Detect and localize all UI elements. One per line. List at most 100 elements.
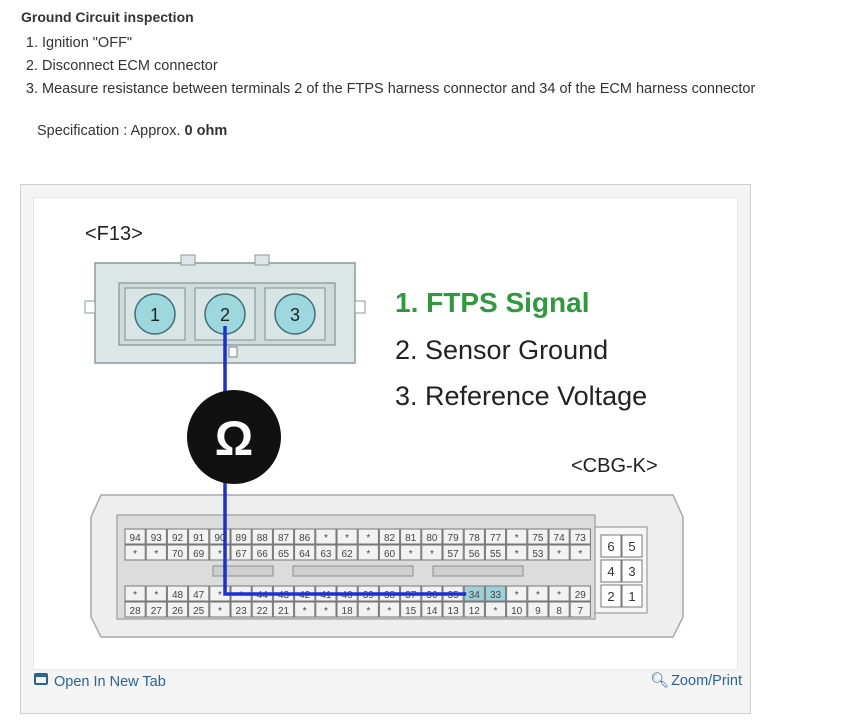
svg-text:5: 5: [628, 539, 635, 554]
ecm-terminal: 90: [209, 528, 231, 545]
svg-text:*: *: [324, 606, 328, 617]
ohm-symbol: Ω: [215, 413, 253, 466]
svg-text:77: 77: [490, 533, 502, 544]
ecm-terminal: 23: [230, 601, 252, 618]
svg-text:67: 67: [236, 549, 248, 560]
svg-text:29: 29: [575, 590, 587, 601]
specification: Specification : Approx. 0 ohm: [37, 123, 227, 139]
ecm-terminal: 55: [484, 544, 507, 561]
svg-text:*: *: [515, 549, 519, 560]
svg-text:28: 28: [130, 606, 142, 617]
svg-text:78: 78: [469, 533, 481, 544]
svg-text:1: 1: [628, 589, 635, 604]
ecm-terminal: *: [527, 585, 549, 602]
ecm-terminal: *: [294, 601, 316, 618]
ecm-terminal: *: [506, 585, 528, 602]
ecm-terminal: 14: [421, 601, 443, 618]
ecm-terminal: 18: [336, 601, 358, 618]
ecm-terminal: 69: [188, 544, 210, 561]
ecm-terminal: 75: [527, 528, 549, 545]
legend-ftps-signal: 1. FTPS Signal: [395, 287, 589, 318]
open-tab-label: Open In New Tab: [54, 674, 166, 690]
ecm-terminal: *: [569, 544, 591, 561]
svg-text:21: 21: [278, 606, 290, 617]
svg-text:86: 86: [299, 533, 311, 544]
ecm-terminal: *: [124, 585, 146, 602]
svg-text:2: 2: [607, 589, 614, 604]
svg-text:*: *: [388, 606, 392, 617]
ecm-terminal: 60: [378, 544, 401, 561]
ecm-terminal: *: [145, 544, 167, 561]
open-tab-icon: [34, 673, 48, 685]
ecm-terminal: 67: [230, 544, 252, 561]
svg-text:*: *: [578, 549, 582, 560]
magnifier-icon: 🔍︎: [650, 672, 670, 689]
svg-text:80: 80: [426, 533, 438, 544]
step-item: Ignition "OFF": [42, 32, 755, 55]
ecm-terminal: *: [506, 544, 528, 561]
ecm-terminal: 77: [484, 528, 507, 545]
svg-text:1: 1: [150, 305, 160, 325]
ecm-terminal: 21: [272, 601, 295, 618]
svg-text:26: 26: [172, 606, 184, 617]
ecm-terminal: 48: [166, 585, 189, 602]
svg-text:15: 15: [405, 606, 417, 617]
svg-text:8: 8: [556, 606, 562, 617]
section-heading: Ground Circuit inspection: [21, 9, 194, 25]
svg-text:82: 82: [384, 533, 396, 544]
ecm-latch-slot: [212, 565, 274, 577]
ecm-terminal: 65: [272, 544, 295, 561]
svg-text:63: 63: [320, 549, 332, 560]
ecm-terminal: 29: [569, 585, 591, 602]
svg-text:*: *: [409, 549, 413, 560]
ecm-terminal: *: [357, 544, 379, 561]
svg-text:69: 69: [193, 549, 205, 560]
cbg-label: <CBG-K>: [571, 455, 658, 477]
steps-list: Ignition "OFF" Disconnect ECM connector …: [20, 32, 755, 101]
svg-text:4: 4: [607, 564, 614, 579]
svg-text:*: *: [366, 606, 370, 617]
svg-text:73: 73: [575, 533, 587, 544]
ecm-side-terminal: 1: [621, 584, 643, 608]
ecm-terminal: 27: [145, 601, 167, 618]
ecm-terminal: *: [336, 528, 358, 545]
figure-footer: Open In New Tab 🔍︎Zoom/Print: [21, 671, 750, 701]
ecm-side-terminal: 5: [621, 534, 643, 558]
ecm-terminal: *: [506, 528, 528, 545]
svg-text:48: 48: [172, 590, 184, 601]
zoom-print-link[interactable]: 🔍︎Zoom/Print: [650, 671, 742, 689]
svg-text:22: 22: [257, 606, 269, 617]
svg-text:*: *: [536, 590, 540, 601]
step-item: Measure resistance between terminals 2 o…: [42, 78, 755, 101]
svg-text:*: *: [515, 590, 519, 601]
ecm-terminal: *: [421, 544, 443, 561]
ecm-terminal: 82: [378, 528, 401, 545]
ecm-terminal: 88: [251, 528, 273, 545]
legend-reference-voltage: 3. Reference Voltage: [395, 381, 647, 411]
svg-text:55: 55: [490, 549, 502, 560]
ecm-terminal: 8: [548, 601, 570, 618]
svg-text:*: *: [366, 549, 370, 560]
ecm-terminal: 56: [463, 544, 485, 561]
ecm-terminal: *: [124, 544, 146, 561]
svg-text:2: 2: [220, 305, 230, 325]
ecm-terminal: *: [357, 528, 379, 545]
svg-text:93: 93: [151, 533, 163, 544]
svg-text:27: 27: [151, 606, 163, 617]
svg-text:64: 64: [299, 549, 311, 560]
svg-text:3: 3: [628, 564, 635, 579]
svg-text:89: 89: [236, 533, 248, 544]
step-item: Disconnect ECM connector: [42, 55, 755, 78]
svg-text:*: *: [133, 549, 137, 560]
ecm-terminal: 87: [272, 528, 295, 545]
svg-text:88: 88: [257, 533, 269, 544]
open-in-new-tab-link[interactable]: Open In New Tab: [34, 673, 166, 690]
svg-text:56: 56: [469, 549, 481, 560]
ecm-terminal: 22: [251, 601, 273, 618]
svg-text:57: 57: [448, 549, 460, 560]
svg-text:*: *: [430, 549, 434, 560]
svg-text:*: *: [557, 549, 561, 560]
svg-text:92: 92: [172, 533, 184, 544]
svg-text:70: 70: [172, 549, 184, 560]
